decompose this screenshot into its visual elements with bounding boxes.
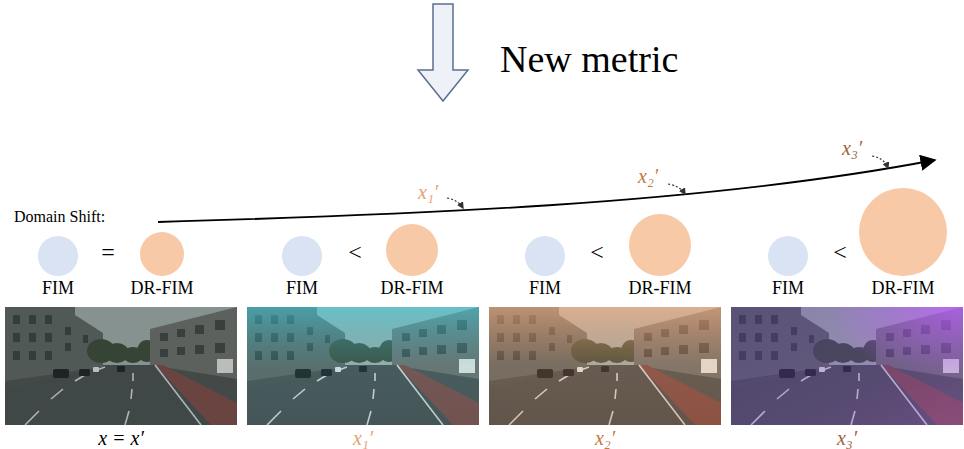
metric-circle: DR-FIM — [378, 224, 446, 299]
metric-circle: FIM — [38, 236, 78, 299]
shift-label: x₁′ — [418, 181, 438, 204]
image-caption: x₂′ — [489, 427, 721, 449]
metric-circle: DR-FIM — [859, 188, 947, 299]
relation-symbol: < — [590, 239, 604, 267]
metric-name: FIM — [525, 278, 565, 299]
metric-circle: FIM — [525, 236, 565, 299]
image-panel: x₁′ — [247, 307, 479, 449]
image-panel: x₂′ — [489, 307, 721, 449]
relation-symbol: < — [833, 239, 847, 267]
metric-circle-shape — [629, 214, 691, 276]
image-caption: x₃′ — [731, 427, 963, 449]
metric-circle-shape — [525, 236, 565, 276]
metric-name: DR-FIM — [859, 278, 947, 299]
image-panel: x = x′ — [5, 307, 237, 449]
image-caption: x₁′ — [247, 427, 479, 449]
metric-circle-shape — [386, 224, 438, 276]
metric-name: DR-FIM — [626, 278, 694, 299]
metric-circle-shape — [38, 236, 78, 276]
metric-circle-shape — [768, 236, 808, 276]
image-caption: x = x′ — [5, 427, 237, 449]
shift-label: x₃′ — [842, 137, 862, 160]
metric-circle: FIM — [282, 236, 322, 299]
shift-label: x₂′ — [638, 165, 658, 188]
image-panel: x₃′ — [731, 307, 963, 449]
relation-symbol: = — [101, 239, 115, 267]
metric-circle-shape — [140, 232, 184, 276]
axis-label: Domain Shift: — [14, 208, 105, 226]
metric-circle-shape — [859, 188, 947, 276]
metric-circle: DR-FIM — [128, 232, 196, 299]
metric-name: FIM — [282, 278, 322, 299]
metric-name: FIM — [38, 278, 78, 299]
metric-circle: FIM — [768, 236, 808, 299]
metric-name: DR-FIM — [378, 278, 446, 299]
metric-name: DR-FIM — [128, 278, 196, 299]
metric-circle: DR-FIM — [626, 214, 694, 299]
metric-name: FIM — [768, 278, 808, 299]
heading-label: New metric — [500, 38, 678, 82]
metric-circle-shape — [282, 236, 322, 276]
relation-symbol: < — [348, 239, 362, 267]
